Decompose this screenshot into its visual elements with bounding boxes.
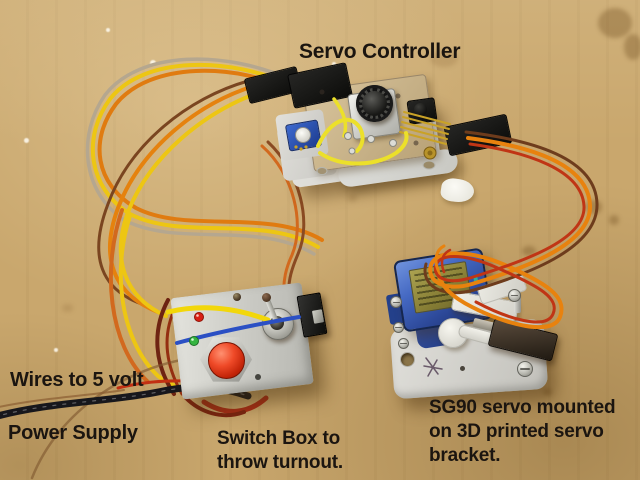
controller-right-connector <box>443 113 513 157</box>
switch-box-hole <box>255 374 261 380</box>
wire-power-brown <box>0 389 125 408</box>
stain <box>543 388 552 396</box>
label-servo-line2: on 3D printed servo <box>429 421 604 442</box>
stain <box>598 8 632 38</box>
switch-box-plate <box>170 282 314 400</box>
slide-switch-knob <box>311 309 325 324</box>
servo-bracket-hole <box>400 352 415 367</box>
rotary-encoder-knob-top <box>362 91 387 116</box>
stain <box>609 215 619 225</box>
toggle-switch-tip <box>262 293 271 302</box>
red-pushbutton <box>208 342 245 379</box>
wire-box-bottom-dark <box>184 396 246 418</box>
trimpot-dial <box>295 127 311 143</box>
screw <box>508 289 521 302</box>
servo-bracket-dot <box>460 366 465 371</box>
speck <box>54 348 58 352</box>
switch-box-screw <box>233 293 241 301</box>
speck <box>106 28 110 32</box>
label-power-line1: Wires to 5 volt <box>10 369 144 391</box>
wire-cross-orange <box>108 84 256 314</box>
label-switchbox-line1: Switch Box to <box>217 428 341 449</box>
speck <box>150 60 156 66</box>
stain <box>62 304 73 312</box>
screw <box>393 322 404 333</box>
stain <box>430 50 458 67</box>
controller-pushbutton-cap <box>414 103 427 116</box>
wire-cross-brown <box>97 79 250 308</box>
wire-box-bottom-red <box>201 395 269 414</box>
label-servo-line3: bracket. <box>429 445 501 466</box>
screw <box>398 338 409 349</box>
stain <box>586 200 602 214</box>
label-servo-line1: SG90 servo mounted <box>429 397 616 418</box>
stain <box>624 34 640 60</box>
label-switchbox-line2: throw turnout. <box>217 452 343 473</box>
putty-blob <box>439 176 476 205</box>
stain <box>348 194 357 202</box>
label-servo-controller: Servo Controller <box>299 40 461 63</box>
speck <box>24 138 29 143</box>
stain <box>522 246 536 256</box>
wire-cross-yellow <box>118 90 262 318</box>
wire-down-orange <box>108 208 150 384</box>
screw <box>517 361 533 377</box>
label-power-line2: Power Supply <box>8 422 138 444</box>
screw <box>390 296 402 308</box>
servo-teal-mark <box>473 276 479 285</box>
